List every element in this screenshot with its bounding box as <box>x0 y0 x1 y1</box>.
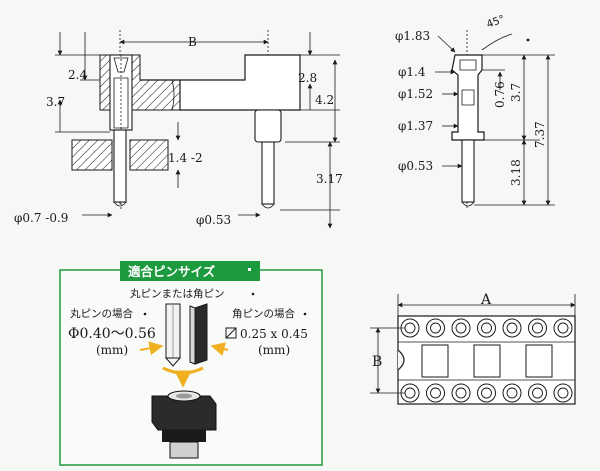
round-pin-unit: (mm) <box>96 343 128 357</box>
square-pin-illustration <box>189 303 208 365</box>
hole-row-bottom <box>400 383 573 403</box>
dim-2-4-label: 2.4 <box>68 68 87 82</box>
side-section-view: B 2.4 3.7 <box>14 30 343 229</box>
dim-37-label: 3.7 <box>509 83 523 102</box>
dim-4-2-label: 4.2 <box>315 93 334 107</box>
hole-row-top <box>400 318 573 338</box>
socket-hole-inner <box>506 387 518 399</box>
dim-318-label: 3.18 <box>509 159 523 186</box>
dim-45-label: 45° <box>485 13 507 31</box>
square-pin-label: 角ピンの場合 <box>232 307 295 320</box>
square-symbol-icon <box>225 327 237 339</box>
fit-pin-size-box: 適合ピンサイズ 丸ピンまたは角ピン 丸ピンの場合 Φ0.40〜0.56 (mm)… <box>59 261 323 466</box>
dim-phi-053-pin-label: φ0.53 <box>398 159 433 173</box>
dim-phi-152-label: φ1.52 <box>398 87 433 101</box>
fit-title-banner <box>120 261 260 281</box>
socket-hole-inner <box>455 322 467 334</box>
socket-hole-inner <box>404 387 416 399</box>
socket-top-view: A B <box>370 292 576 405</box>
dim-1-4-2-label: 1.4 -2 <box>168 151 203 165</box>
subtitle-dot <box>251 292 255 296</box>
round-dot <box>143 312 147 316</box>
round-pin-size: Φ0.40〜0.56 <box>68 326 156 342</box>
socket-hole-inner <box>404 322 416 334</box>
socket-hole-inner <box>481 387 492 399</box>
socket-hole-inner <box>557 387 569 399</box>
square-pin-size: 0.25 x 0.45 <box>240 327 308 341</box>
dim-B-label: B <box>188 35 197 49</box>
dot-marker <box>526 38 530 42</box>
dim-3-7-label: 3.7 <box>46 95 65 109</box>
socket-hole-inner <box>455 387 467 399</box>
round-pin-label: 丸ピンの場合 <box>70 307 133 320</box>
socket-hole-inner <box>430 322 441 334</box>
round-pin-illustration <box>164 303 182 367</box>
dim-phi-137-label: φ1.37 <box>398 119 433 133</box>
dim-B-top-label: B <box>372 354 382 370</box>
dim-phi-053-side-label: φ0.53 <box>196 213 231 227</box>
dim-737-label: 7.37 <box>533 121 547 148</box>
fit-title: 適合ピンサイズ <box>128 264 216 279</box>
dim-phi-183-label: φ1.83 <box>395 29 430 43</box>
dim-phi-14-label: φ1.4 <box>398 65 426 79</box>
pin-detail-view: φ1.83 φ1.4 φ1.52 φ1.37 φ0.53 45° 0.76 3.… <box>395 13 555 210</box>
dim-A-label: A <box>480 292 492 308</box>
socket-hole-inner <box>532 322 543 334</box>
fit-subtitle: 丸ピンまたは角ピン <box>130 287 225 300</box>
socket-hole-inner <box>532 387 543 399</box>
socket-block-illustration <box>151 390 217 459</box>
socket-hole-inner <box>430 387 441 399</box>
square-pin-unit: (mm) <box>258 343 290 357</box>
title-dot <box>248 268 251 271</box>
dim-3-17-label: 3.17 <box>316 172 343 186</box>
socket-hole-inner <box>506 322 518 334</box>
socket-hole-inner <box>481 322 492 334</box>
dim-076-label: 0.76 <box>493 81 507 108</box>
dim-2-8-label: 2.8 <box>298 71 317 85</box>
socket-hole-inner <box>557 322 569 334</box>
dim-phi-07-09-label: φ0.7 -0.9 <box>14 211 68 225</box>
square-dot <box>303 312 307 316</box>
